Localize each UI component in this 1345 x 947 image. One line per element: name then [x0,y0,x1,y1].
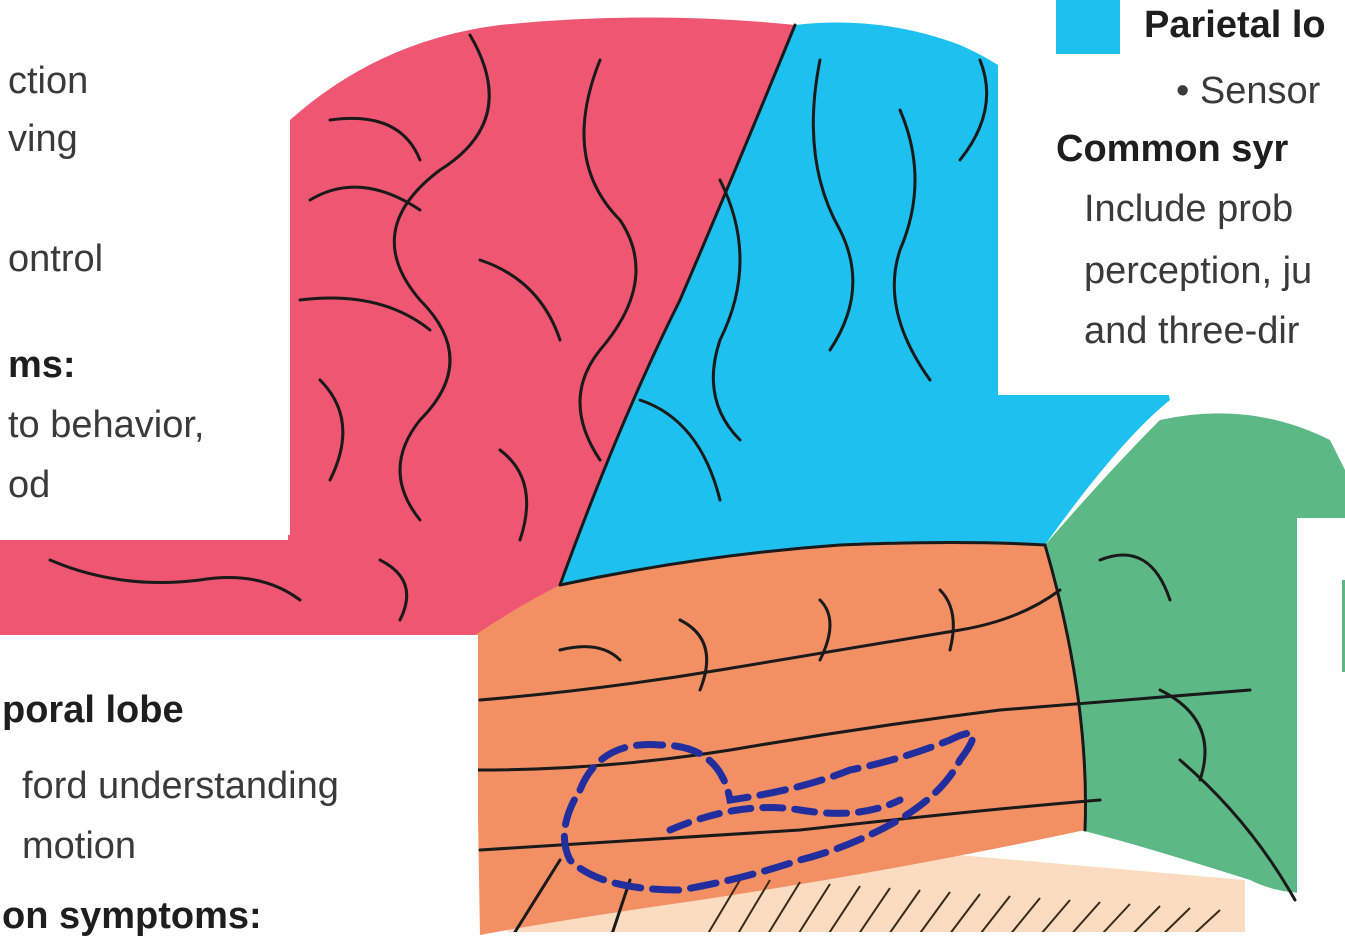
parietal-color-swatch [1056,0,1120,54]
parietal-line-1: Include prob [1084,188,1293,231]
parietal-symptoms-heading: Common syr [1056,128,1288,171]
frontal-symptoms-heading: ms: [8,344,76,387]
parietal-line-3: and three-dir [1084,310,1299,353]
temporal-line-2: motion [22,825,136,868]
temporal-line-1: ford understanding [22,765,339,808]
parietal-bullet: • Sensor [1176,70,1320,113]
parietal-line-2: perception, ju [1084,250,1312,293]
temporal-symptoms-heading: on symptoms: [2,895,262,938]
parietal-title: Parietal lo [1144,4,1326,47]
parietal-lobe-panel: Parietal lo • Sensor Common syr Include … [998,0,1345,395]
frontal-line-1: ction [8,60,88,103]
frontal-lobe-panel: ction ving ontrol ms: to behavior, od [0,0,288,540]
bottom-text-panel [497,932,1345,947]
frontal-line-2: ving [8,118,78,161]
temporal-lobe-panel: poral lobe ford understanding motion on … [0,635,478,947]
frontal-line-5: od [8,464,50,507]
temporal-title: poral lobe [2,689,184,732]
frontal-line-3: ontrol [8,238,103,281]
occipital-legend-panel [1297,518,1345,947]
frontal-line-4: to behavior, [8,404,204,447]
